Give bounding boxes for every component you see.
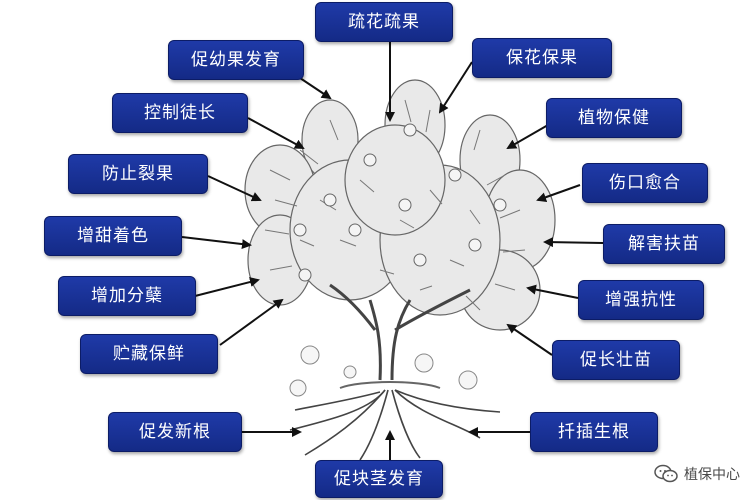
watermark-text: 植保中心 — [684, 467, 740, 483]
label-sweetening-coloring: 增甜着色 — [44, 216, 182, 256]
label-strong-seedlings: 促长壮苗 — [552, 340, 680, 380]
label-thin-flowers-fruits: 疏花疏果 — [315, 2, 453, 42]
tree-illustration — [244, 79, 556, 461]
label-promote-young-fruit: 促幼果发育 — [168, 40, 304, 80]
label-tuber-development: 促块茎发育 — [315, 460, 443, 498]
watermark: 植保中心 — [654, 464, 740, 484]
label-protect-flowers-fruits: 保花保果 — [472, 38, 612, 78]
label-increase-tillering: 增加分蘖 — [58, 276, 196, 316]
label-plant-health: 植物保健 — [546, 98, 682, 138]
wechat-icon — [654, 464, 678, 483]
label-cutting-rooting: 扦插生根 — [530, 412, 658, 452]
label-wound-healing: 伤口愈合 — [582, 163, 708, 203]
label-prevent-fruit-cracking: 防止裂果 — [68, 154, 208, 194]
label-storage-freshness: 贮藏保鲜 — [80, 334, 218, 374]
label-relieve-damage: 解害扶苗 — [603, 224, 725, 264]
label-control-overgrowth: 控制徒长 — [112, 93, 248, 133]
label-enhance-resistance: 增强抗性 — [578, 280, 704, 320]
arrows — [181, 42, 604, 465]
label-promote-new-roots: 促发新根 — [108, 412, 242, 452]
